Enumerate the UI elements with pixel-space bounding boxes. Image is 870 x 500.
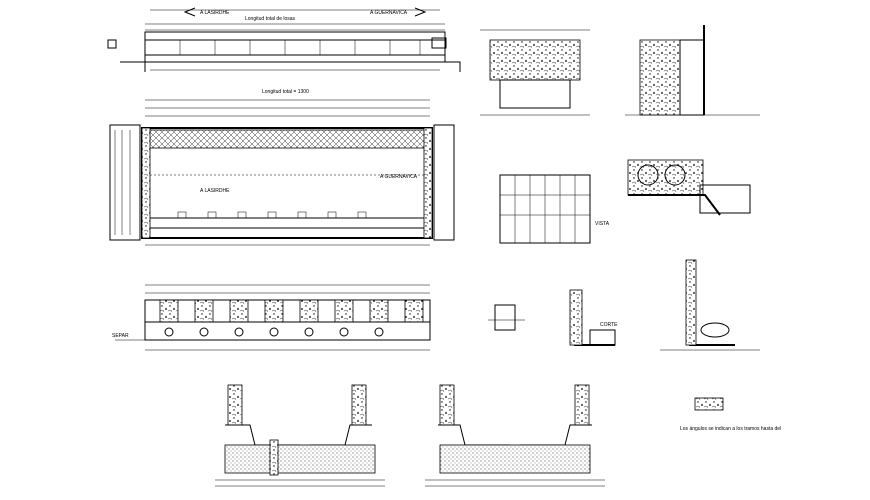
abutment-section-b [425,384,605,487]
top-elevation: A LASIRDHE A GUERNAVICA Longitud total d… [107,7,461,72]
detail-footnote: Los ángulos se indican a los tramos hast… [680,397,781,432]
detail-l-wall: CORTE [569,289,618,346]
detail-right-wall [660,259,760,351]
arrow-right-icon [414,7,427,17]
arrow-left-icon [183,7,196,17]
direction-left-label: A LASIRDHE [200,10,230,16]
lower-elevation: SEPAR [112,284,431,351]
top-length-label: Longitud total de losas [245,16,296,22]
detail-wall-top [625,25,760,116]
plan-view: Longitud total = 1300 A LASIRDHE A GUERN… [109,89,455,246]
detail-pipe-section [627,159,751,216]
detail-frame: VISTA [499,174,610,244]
vista-label: VISTA [595,221,610,227]
footnote-label: Los ángulos se indican a los tramos hast… [680,426,781,432]
corte-label: CORTE [600,322,618,328]
direction-mid-label: A LASIRDHE [200,188,230,194]
detail-section-top [480,29,590,116]
total-length-label: Longitud total = 1300 [262,89,309,95]
separ-label: SEPAR [112,333,129,339]
detail-small-section [488,304,525,331]
abutment-section-a [215,384,385,487]
direction-right-label: A GUERNAVICA [370,10,408,16]
direction-mid-right-label: A GUERNAVICA [380,174,418,180]
